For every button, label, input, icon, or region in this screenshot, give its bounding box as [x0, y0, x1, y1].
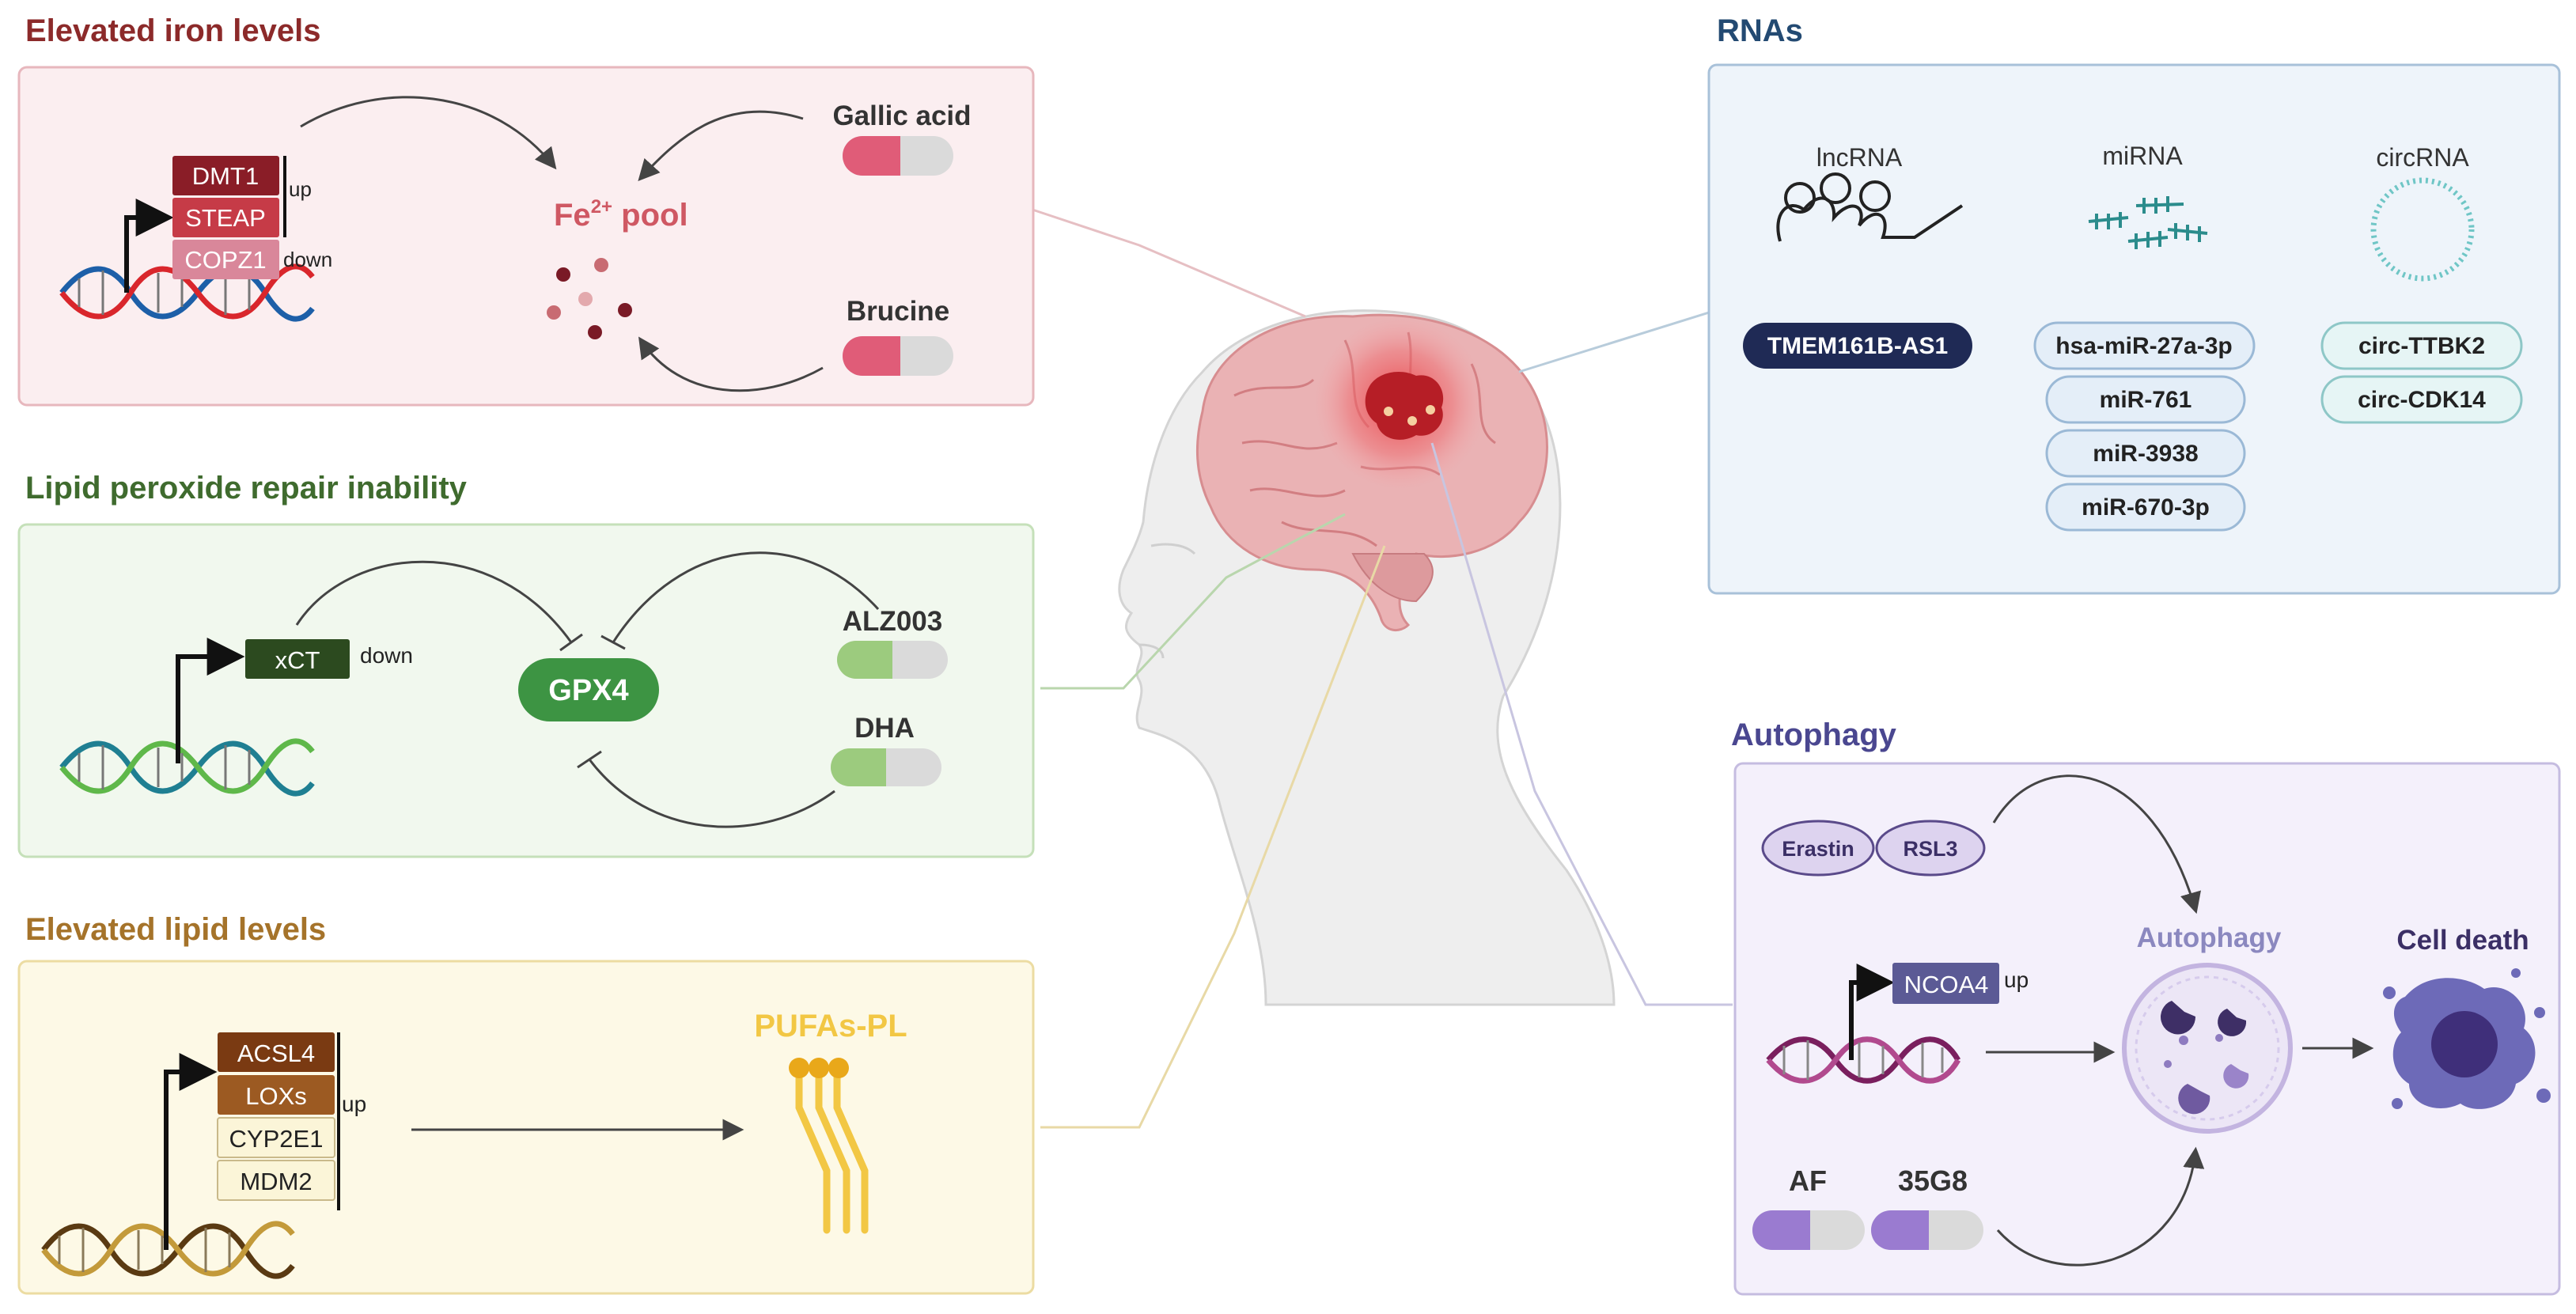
iron-up-label: up: [289, 177, 312, 201]
autophagy-promoter-arrow: [1849, 964, 1895, 1060]
gene-box-cyp2e1: [217, 1117, 335, 1158]
capsule-brucine-icon: [843, 336, 953, 376]
mirna-item-pill-2: [2045, 375, 2246, 424]
mirna-item-pill-3: [2045, 429, 2246, 478]
mirna-item-label-1: hsa-miR-27a-3p: [2055, 333, 2232, 359]
mirna-item-label-4: miR-670-3p: [2082, 494, 2210, 521]
iron-panel: [17, 66, 1035, 407]
drug-gallic-acid-label: Gallic acid: [832, 100, 971, 131]
capsule-alz003-icon: [837, 641, 948, 679]
gene-label-ncoa4: NCOA4: [1904, 971, 1989, 998]
gene-box-ncoa4: [1892, 963, 1999, 1004]
lncrna-heading: lncRNA: [1816, 143, 1903, 172]
brain-illustration: [1195, 313, 1548, 632]
circrna-icon: [2370, 177, 2475, 282]
gene-label-copz1: COPZ1: [184, 246, 266, 274]
gene-box-copz1: [172, 240, 279, 279]
repair-title: Lipid peroxide repair inability: [25, 471, 468, 506]
autophagy-process-label: Autophagy: [2137, 922, 2282, 953]
lipid-dna-icon: [41, 1221, 295, 1279]
iron-title: Elevated iron levels: [25, 13, 321, 48]
autophagy-dna-icon: [1766, 1036, 1961, 1084]
inducer-rsl3-oval: [1875, 820, 1986, 877]
autophagy-arrow-drugs: [1996, 1146, 2205, 1267]
gene-box-loxs: [218, 1075, 335, 1115]
lncrna-item-pill: [1743, 323, 1972, 369]
iron-arrow-brucine-to-pool: [638, 336, 824, 392]
gene-label-acsl4: ACSL4: [237, 1039, 315, 1067]
drug-dha-label: DHA: [854, 713, 915, 744]
circrna-item-label-1: circ-TTBK2: [2358, 333, 2485, 359]
drug-alz003-label: ALZ003: [843, 606, 942, 637]
iron-down-label: down: [283, 248, 332, 271]
autophagy-arrow-inducers: [1992, 774, 2201, 914]
autophagosome-icon: [2122, 963, 2293, 1134]
gene-box-xct: [245, 639, 350, 679]
inducer-erastin-oval: [1761, 820, 1875, 877]
iron-arrow-gallic-to-pool: [638, 110, 804, 181]
gene-label-xct: xCT: [275, 646, 320, 674]
capsule-dha-icon: [831, 748, 941, 786]
repair-inhibition-dha: [577, 750, 835, 828]
gene-label-dmt1: DMT1: [192, 162, 259, 190]
gene-box-steap: [172, 198, 279, 237]
drug-af-label: AF: [1789, 1164, 1827, 1197]
autophagy-title: Autophagy: [1731, 718, 1897, 752]
gpx4-label: GPX4: [548, 674, 628, 707]
gpx4-node: [518, 658, 659, 721]
fe-pool-label: Fe2+ pool: [554, 196, 688, 233]
repair-inhibition-alz003: [600, 551, 880, 650]
mirna-icon: [2088, 196, 2208, 249]
inducer-rsl3-label: RSL3: [1903, 837, 1957, 861]
lipid-up-label: up: [342, 1092, 366, 1116]
capsule-af-icon: [1752, 1210, 1865, 1250]
gene-label-steap: STEAP: [185, 204, 266, 232]
repair-inhibition-xct: [295, 560, 583, 652]
repair-dna-icon: [59, 738, 315, 797]
phospholipid-icon: [789, 1058, 869, 1234]
connector-lines: [1032, 208, 1733, 1129]
mirna-item-label-2: miR-761: [2100, 387, 2192, 413]
capsule-gallic-acid-icon: [843, 136, 953, 176]
mirna-item-pill-4: [2045, 483, 2246, 532]
mirna-item-label-3: miR-3938: [2093, 441, 2198, 467]
lncrna-item-label: TMEM161B-AS1: [1767, 333, 1948, 359]
iron-arrow-dna-to-pool: [300, 96, 557, 170]
gene-box-acsl4: [218, 1032, 335, 1072]
gene-box-dmt1: [172, 156, 279, 195]
gene-label-cyp2e1: CYP2E1: [229, 1125, 324, 1153]
circrna-item-pill-1: [2320, 321, 2523, 370]
rnas-title: RNAs: [1717, 13, 1803, 48]
mirna-heading: miRNA: [2102, 142, 2183, 170]
drug-brucine-label: Brucine: [847, 296, 949, 327]
autophagy-up-label: up: [2004, 968, 2029, 992]
capsule-35g8-icon: [1871, 1210, 1983, 1250]
repair-down-label: down: [360, 643, 413, 668]
circrna-item-label-2: circ-CDK14: [2358, 387, 2486, 413]
gene-label-loxs: LOXs: [245, 1082, 307, 1110]
mirna-item-pill-1: [2033, 321, 2256, 370]
inducer-erastin-label: Erastin: [1782, 837, 1854, 861]
iron-promoter-arrow: [124, 199, 174, 293]
pufa-label: PUFAs-PL: [754, 1009, 907, 1043]
circrna-heading: circRNA: [2376, 143, 2469, 172]
drug-35g8-label: 35G8: [1898, 1164, 1968, 1197]
iron-particles: [547, 258, 632, 339]
repair-promoter-arrow: [176, 638, 245, 763]
circrna-item-pill-2: [2320, 375, 2523, 424]
cell-death-label: Cell death: [2396, 925, 2529, 956]
gene-box-mdm2: [217, 1160, 335, 1201]
gene-label-mdm2: MDM2: [240, 1168, 312, 1195]
dead-cell-icon: [2383, 968, 2551, 1109]
lipid-title: Elevated lipid levels: [25, 912, 326, 947]
lncrna-icon: [1776, 172, 1964, 242]
lipid-promoter-arrow: [164, 1053, 218, 1250]
